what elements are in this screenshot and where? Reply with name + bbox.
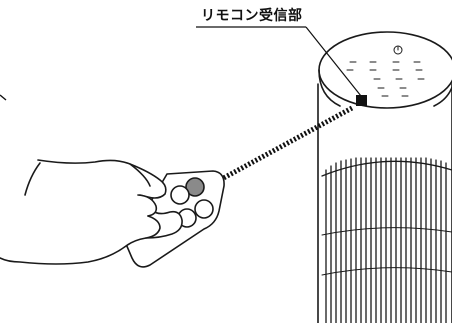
hand-palm: [0, 159, 183, 265]
remote-button-3: [194, 199, 214, 219]
callout-label: リモコン受信部: [201, 8, 303, 24]
remote-button-power: [185, 177, 205, 197]
fan-body-outline: [317, 83, 452, 324]
ir-receiver-window: [356, 95, 367, 106]
tower-fan-icon: [317, 31, 452, 324]
hand-icon: [0, 159, 183, 265]
remote-button-2: [170, 185, 190, 205]
edge-mark: [0, 94, 7, 101]
hand-thumb-crease: [129, 163, 151, 187]
hand-finger-1: [137, 194, 158, 217]
ir-signal-beam-icon: [216, 105, 354, 184]
hand-finger-2: [145, 215, 161, 239]
fan-top-cap: [318, 31, 452, 109]
power-button-icon: [393, 45, 403, 55]
callout-leader: [196, 26, 362, 97]
hand-wrist-line: [24, 162, 41, 196]
fan-cap-rim: [318, 69, 452, 107]
control-panel: [346, 45, 425, 97]
fan-grille: [321, 157, 452, 324]
